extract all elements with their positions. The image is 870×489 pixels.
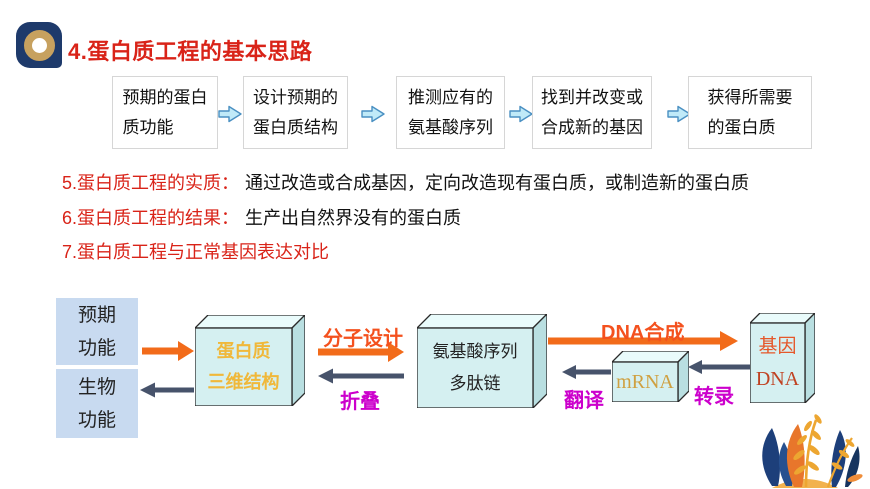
arrow-translation-icon	[562, 365, 611, 379]
molecular-design-label: 分子设计	[323, 328, 403, 350]
arrow-molecular-design-icon	[318, 342, 404, 362]
gene-dna-label: 基因 DNA	[750, 323, 805, 403]
mrna-cube-icon	[612, 351, 689, 402]
point-essence: 5.蛋白质工程的实质：通过改造或合成基因，定向改造现有蛋白质，或制造新的蛋白质	[62, 171, 749, 195]
folding-label: 折叠	[340, 391, 380, 413]
flow-step-modify-gene: 找到并改变或 合成新的基因	[532, 76, 652, 149]
point-result-label: 6.蛋白质工程的结果：	[62, 208, 240, 228]
amino-acid-label: 氨基酸序列 多肽链	[432, 342, 518, 393]
point-result: 6.蛋白质工程的结果：生产出自然界没有的蛋白质	[62, 206, 461, 230]
protein-structure-cube-icon	[195, 315, 305, 406]
point-result-text: 生产出自然界没有的蛋白质	[245, 208, 462, 228]
point-essence-label: 5.蛋白质工程的实质：	[62, 173, 240, 193]
point-comparison: 7.蛋白质工程与正常基因表达对比	[62, 240, 335, 264]
point-comparison-label: 7.蛋白质工程与正常基因表达对比	[62, 242, 330, 262]
translation-label: 翻译	[564, 390, 604, 412]
flow-step-design-structure: 设计预期的 蛋白质结构	[243, 76, 348, 149]
arrow-transcription-icon	[688, 360, 750, 374]
arrow-expected-to-protein-icon	[142, 341, 194, 361]
logo-ring-icon	[23, 29, 55, 61]
logo-icon	[16, 22, 62, 68]
gene-dna-cube-icon	[750, 313, 815, 403]
flow-step-obtain-protein: 获得所需要 的蛋白质	[688, 76, 812, 149]
flow-arrow-icon	[509, 105, 533, 123]
expected-function-box: 预期 功能	[56, 298, 138, 365]
flow-arrow-icon	[218, 105, 242, 123]
protein-structure-label: 蛋白质 三维结构	[207, 341, 280, 392]
flow-step-expected-function: 预期的蛋白 质功能	[112, 76, 218, 149]
flow-arrow-icon	[361, 105, 385, 123]
mrna-label: mRNA	[616, 370, 674, 393]
page-title: 4.蛋白质工程的基本思路	[68, 39, 313, 64]
amino-acid-cube-icon	[417, 314, 547, 408]
flow-arrow-icon	[667, 105, 691, 123]
dna-synthesis-label: DNA合成	[601, 322, 685, 344]
plant-decoration-icon	[762, 414, 863, 488]
gene-label: 基因	[758, 336, 797, 357]
arrow-folding-icon	[318, 368, 404, 384]
arrow-protein-to-biological-icon	[140, 382, 194, 398]
flow-step-infer-sequence: 推测应有的 氨基酸序列	[396, 76, 505, 149]
biological-function-box: 生物 功能	[56, 369, 138, 438]
dna-label: DNA	[755, 368, 800, 390]
transcription-label: 转录	[694, 386, 734, 408]
point-essence-text: 通过改造或合成基因，定向改造现有蛋白质，或制造新的蛋白质	[245, 173, 750, 193]
arrow-dna-synthesis-icon	[548, 331, 738, 351]
